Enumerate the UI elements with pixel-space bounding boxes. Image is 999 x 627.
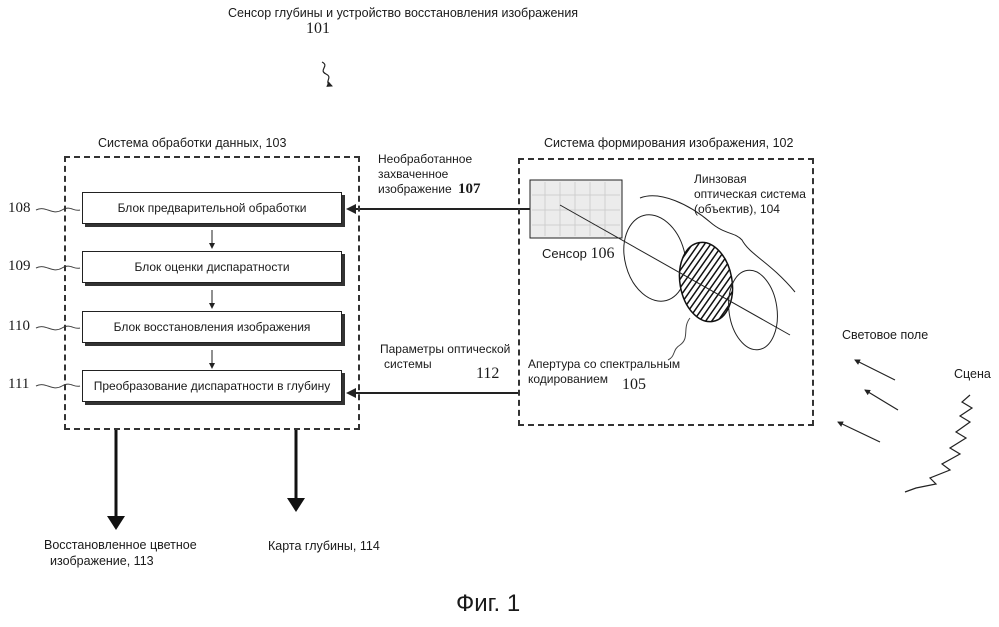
light-ray-1 bbox=[855, 360, 895, 380]
imaging-system-title: Система формирования изображения, 102 bbox=[544, 136, 793, 150]
raw-image-number: 107 bbox=[458, 181, 481, 197]
params-label-line1: Параметры оптической bbox=[380, 342, 510, 356]
aperture-label-line2: кодированием bbox=[528, 372, 608, 386]
raw-image-label-line1: Необработанное bbox=[378, 152, 472, 166]
block-number-109: 109 bbox=[8, 258, 31, 275]
disparity-estimation-block: Блок оценки диспаратности bbox=[82, 251, 342, 283]
raw-image-label-line3: изображение 107 bbox=[378, 182, 481, 196]
sensor-number: 106 bbox=[591, 245, 615, 262]
disparity-to-depth-block-label: Преобразование диспаратности в глубину bbox=[94, 379, 330, 393]
sensor-label-text: Сенсор bbox=[542, 246, 587, 261]
aperture-number: 105 bbox=[622, 376, 646, 394]
diagram-number: 101 bbox=[306, 20, 330, 38]
title-squiggle bbox=[322, 62, 332, 86]
output-depth-label: Карта глубины, 114 bbox=[268, 539, 380, 553]
light-ray-2 bbox=[865, 390, 898, 410]
processing-system-title: Система обработки данных, 103 bbox=[98, 136, 286, 150]
lens-label-line1: Линзовая bbox=[694, 172, 747, 186]
scene-label: Сцена bbox=[954, 367, 991, 381]
block-number-108: 108 bbox=[8, 200, 31, 217]
params-number: 112 bbox=[476, 365, 499, 383]
preprocessing-block: Блок предварительной обработки bbox=[82, 192, 342, 224]
raw-image-label-line2: захваченное bbox=[378, 167, 448, 181]
diagram-title: Сенсор глубины и устройство восстановлен… bbox=[228, 6, 578, 20]
image-restoration-block-label: Блок восстановления изображения bbox=[114, 320, 311, 334]
params-label-line2: системы bbox=[384, 357, 432, 371]
preprocessing-block-label: Блок предварительной обработки bbox=[118, 201, 307, 215]
lens-label-line3: (объектив), 104 bbox=[694, 202, 780, 216]
lens-label-line2: оптическая система bbox=[694, 187, 806, 201]
figure-caption: Фиг. 1 bbox=[456, 590, 520, 618]
light-field-label: Световое поле bbox=[842, 328, 928, 342]
block-number-111: 111 bbox=[8, 376, 29, 393]
block-number-110: 110 bbox=[8, 318, 30, 335]
disparity-estimation-block-label: Блок оценки диспаратности bbox=[134, 260, 289, 274]
output-color-label-line2: изображение, 113 bbox=[50, 554, 154, 568]
aperture-label-line1: Апертура со спектральным bbox=[528, 357, 680, 371]
raw-image-label-text: изображение bbox=[378, 182, 452, 196]
light-ray-3 bbox=[838, 422, 880, 442]
sensor-label: Сенсор 106 bbox=[542, 247, 615, 261]
scene-squiggle bbox=[905, 395, 972, 492]
image-restoration-block: Блок восстановления изображения bbox=[82, 311, 342, 343]
output-color-label-line1: Восстановленное цветное bbox=[44, 538, 197, 552]
disparity-to-depth-block: Преобразование диспаратности в глубину bbox=[82, 370, 342, 402]
